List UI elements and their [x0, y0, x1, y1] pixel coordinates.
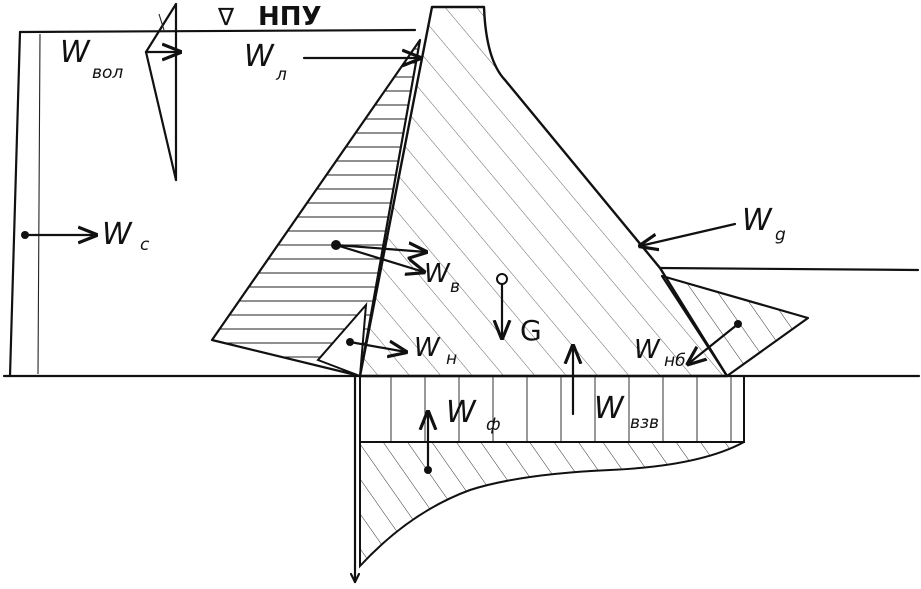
label-dynamic-main: W — [742, 203, 773, 238]
label-ice: W л — [244, 39, 287, 85]
label-upstream-sub: в — [450, 277, 460, 297]
label-wave-sub: вол — [92, 63, 123, 83]
label-silt: W н — [414, 333, 457, 369]
normal-pool-level-mark: ∇ НПУ — [217, 2, 322, 32]
label-upstream: W в — [424, 259, 460, 297]
label-uplift-main: W — [594, 391, 625, 426]
level-label: НПУ — [258, 2, 322, 32]
label-seismic: W c — [102, 217, 150, 255]
label-uplift-sub: взв — [630, 413, 659, 433]
upstream-hydrostatic-triangle — [210, 38, 422, 378]
label-wave-main: W — [60, 35, 91, 70]
label-seismic-main: W — [102, 217, 133, 252]
label-weight: G — [520, 314, 542, 347]
label-wave: W вол — [60, 35, 123, 83]
label-ice-main: W — [244, 39, 275, 74]
label-dynamic-sub: g — [775, 225, 786, 245]
wave-load-diagram — [144, 2, 178, 182]
label-tailwater-sub: нб — [664, 351, 686, 371]
label-silt-sub: н — [446, 349, 457, 369]
label-tailwater: W нб — [634, 335, 686, 371]
label-filtration-sub: ф — [486, 415, 501, 435]
tailwater-level-line — [658, 266, 920, 272]
filtration-pressure-curve — [359, 441, 745, 569]
level-triangle-icon: ∇ — [217, 3, 235, 31]
seismic-pressure-diagram — [8, 28, 417, 378]
label-upstream-main: W — [424, 259, 451, 289]
label-uplift: W взв — [594, 391, 659, 433]
label-filtration-main: W — [446, 395, 477, 430]
label-tailwater-main: W — [634, 335, 661, 365]
label-ice-sub: л — [275, 65, 287, 85]
silt-pressure-triangle — [316, 302, 368, 378]
label-dynamic: W g — [742, 203, 786, 245]
uplift-pressure-rectangle — [359, 375, 745, 443]
label-silt-main: W — [414, 333, 441, 363]
label-seismic-sub: c — [140, 235, 150, 255]
label-filtration: W ф — [446, 395, 501, 435]
